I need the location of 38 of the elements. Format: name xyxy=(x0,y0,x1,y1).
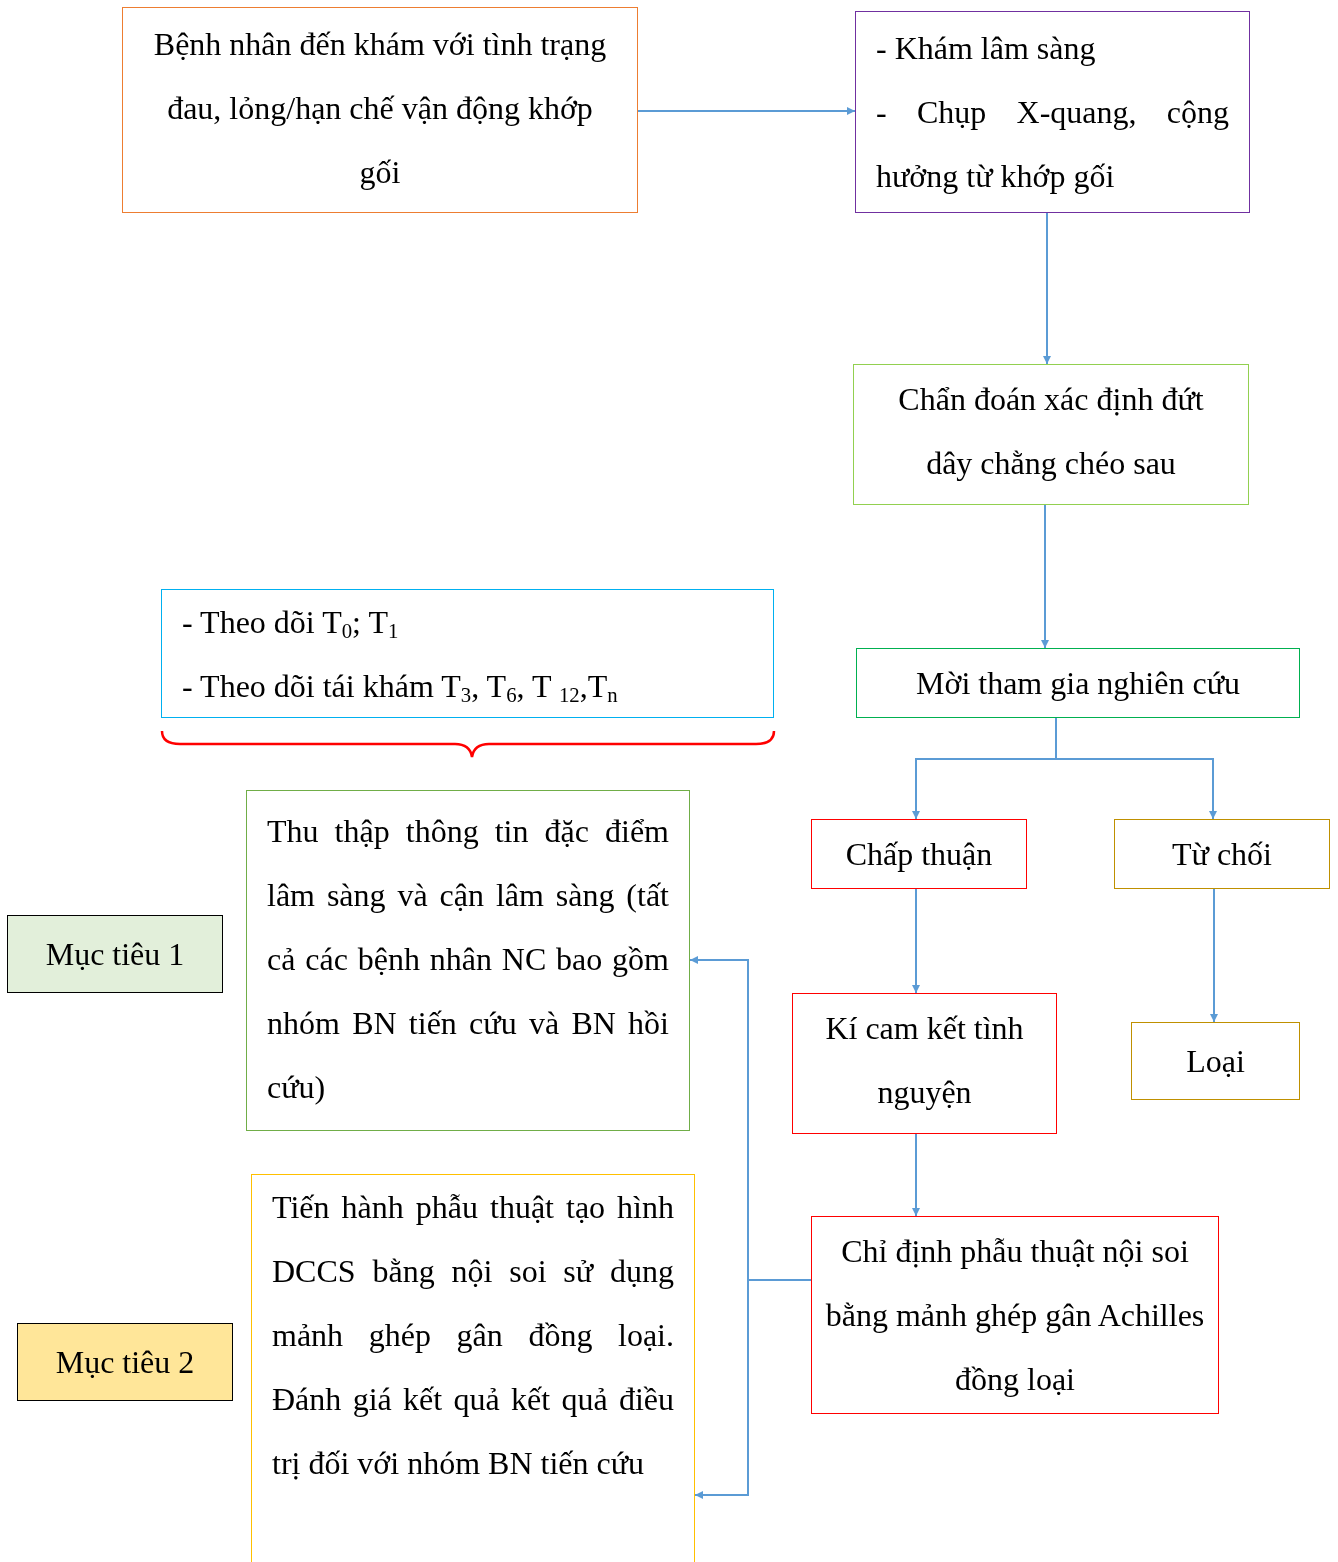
process-box xyxy=(811,1216,1219,1414)
arrow xyxy=(1210,888,1218,1023)
node-text: - Chụp X-quang, cộng hưởng từ khớp gối xyxy=(876,93,1229,196)
node-text: Mục tiêu 1 xyxy=(44,935,186,974)
node-text: Chấp thuận xyxy=(844,835,994,874)
node-text: Mục tiêu 2 xyxy=(54,1343,196,1382)
process-box xyxy=(251,1174,695,1562)
node-text: - Khám lâm sàng xyxy=(876,29,1097,68)
node-text: Từ chối xyxy=(1171,835,1273,874)
process-box xyxy=(161,589,774,718)
arrow xyxy=(694,1279,812,1499)
objective-box xyxy=(7,915,223,993)
process-box xyxy=(811,819,1027,889)
node-text: Tiến hành phẫu thuật tạo hình DCCS bằng nội soi sử dụng mảnh ghép gân đồng loại. Đánh giá kết quả kết quả điều trị đối với nhóm BN tiến cứu xyxy=(272,1188,674,1483)
process-box xyxy=(856,648,1300,718)
arrow xyxy=(1055,717,1217,820)
arrow xyxy=(637,107,856,115)
node-text: Bệnh nhân đến khám với tình trạng đau, lỏng/hạn chế vận động khớp gối xyxy=(152,25,608,192)
process-box xyxy=(853,364,1249,505)
node-text: - Theo dõi T$_{0}$; T$_{1}$ xyxy=(182,603,400,645)
process-box xyxy=(855,11,1250,213)
process-box xyxy=(792,993,1057,1134)
objective-box xyxy=(17,1323,233,1401)
node-text: Mời tham gia nghiên cứu xyxy=(915,664,1241,703)
node-text: Kí cam kết tình nguyện xyxy=(824,1009,1025,1112)
node-text: Loại xyxy=(1185,1042,1246,1081)
process-box xyxy=(246,790,690,1131)
process-box xyxy=(1114,819,1330,889)
node-text: Chẩn đoán xác định đứt dây chằng chéo sau xyxy=(897,380,1205,483)
arrow xyxy=(912,1133,920,1217)
process-box xyxy=(1131,1022,1300,1100)
process-box xyxy=(122,7,638,213)
arrow xyxy=(1041,504,1049,649)
node-text: Thu thập thông tin đặc điểm lâm sàng và cận lâm sàng (tất cả các bệnh nhân NC bao gồm nhóm BN tiến cứu và BN hồi cứu) xyxy=(267,812,669,1107)
node-text: Chỉ định phẫu thuật nội soi bằng mảnh ghép gân Achilles đồng loại xyxy=(824,1232,1206,1399)
node-text: - Theo dõi tái khám T$_{3}$, T$_{6}$, T $_{12}$,T$_{n}$ xyxy=(182,667,619,709)
arrow xyxy=(912,888,920,994)
arrow xyxy=(1043,212,1051,365)
